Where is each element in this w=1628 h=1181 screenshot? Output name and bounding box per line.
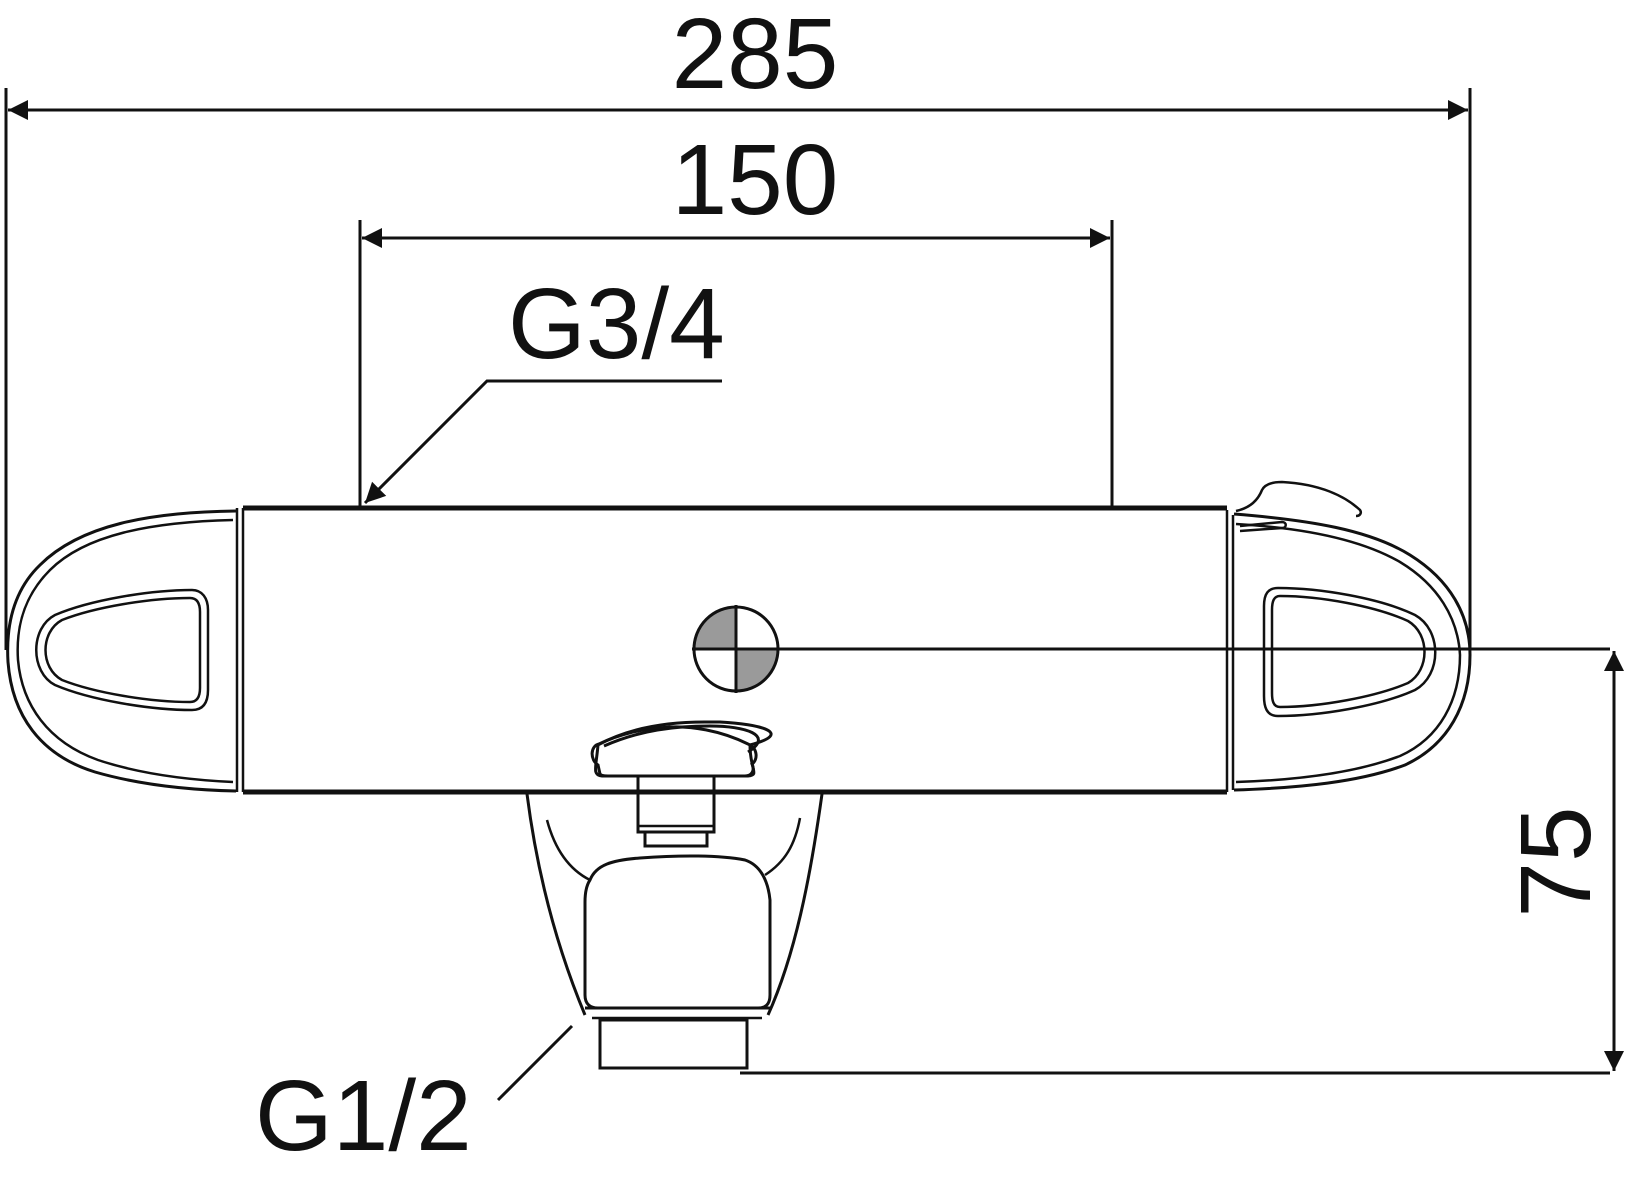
mixer-body — [6, 480, 1610, 795]
center-mark-quadrant-top-left — [694, 607, 736, 649]
right-handle — [1233, 480, 1472, 792]
inlet-thread-leader — [363, 379, 722, 505]
overall-width-dimension: 285 — [4, 0, 1472, 650]
diverter-knob — [590, 720, 773, 848]
inlet-thread-callout: G3/4 — [363, 268, 725, 505]
outlet-thread-leader — [496, 1024, 574, 1102]
center-mark-quadrant-bottom-right — [736, 649, 778, 691]
outlet-thread-callout: G1/2 — [255, 1024, 574, 1172]
center-height-dimension: 75 — [740, 651, 1624, 1075]
inlet-spacing-dimension: 150 — [358, 124, 1114, 508]
outlet-nipple — [598, 1018, 749, 1070]
overall-width-label: 285 — [672, 0, 839, 110]
spout — [525, 793, 824, 1070]
center-mark — [692, 605, 1610, 693]
left-handle — [6, 509, 237, 793]
inlet-thread-label: G3/4 — [508, 268, 725, 380]
inlet-spacing-label: 150 — [672, 124, 839, 236]
outlet-thread-label: G1/2 — [255, 1060, 472, 1172]
center-height-label: 75 — [1500, 806, 1612, 917]
